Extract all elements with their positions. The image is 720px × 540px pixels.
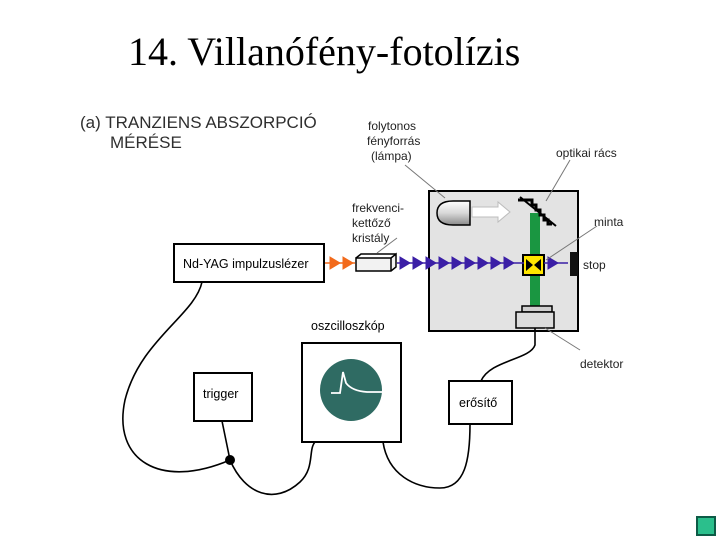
- diagram-heading-line1: (a) TRANZIENS ABSZORPCIÓ: [80, 113, 317, 132]
- laser-pulses-fundamental: [325, 256, 355, 270]
- doubling-crystal-icon: [355, 252, 397, 272]
- cable-junction: [225, 455, 235, 465]
- slide-title: 14. Villanófény-fotolízis: [128, 29, 521, 74]
- detector-label: detektor: [580, 357, 623, 371]
- stop-label: stop: [583, 258, 606, 272]
- beam-stop: [570, 252, 578, 276]
- lamp-label-line2: fényforrás: [367, 134, 420, 148]
- trigger-label: trigger: [203, 387, 238, 401]
- doubler-label-line3: kristály: [352, 231, 389, 245]
- oscilloscope-label: oszcilloszkóp: [311, 319, 385, 333]
- optical-grating-icon: [518, 196, 557, 227]
- lamp-label-line1: folytonos: [368, 119, 416, 133]
- next-slide-button[interactable]: [696, 516, 716, 536]
- diagram-heading-line2: MÉRÉSE: [110, 133, 182, 152]
- amplifier-box: [448, 380, 513, 425]
- sample-label: minta: [594, 215, 624, 229]
- detector-icon: [515, 305, 555, 329]
- doubler-label-line1: frekvenci-: [352, 201, 404, 215]
- lamp-icon: [436, 200, 471, 226]
- laser-pulses-doubled: [397, 256, 568, 270]
- oscilloscope-screen: [320, 359, 382, 421]
- trigger-box: [193, 372, 253, 422]
- signal-cables: [122, 281, 536, 496]
- lamp-label-line3: (lámpa): [371, 149, 412, 163]
- doubler-label-line2: kettőző: [352, 216, 391, 230]
- nd-yag-laser-label: Nd-YAG impulzuslézer: [183, 257, 309, 271]
- callout-lines: [376, 159, 598, 351]
- sample-cuvette: [522, 254, 545, 276]
- oscilloscope-trace: [331, 371, 382, 394]
- nd-yag-laser-box: [173, 243, 325, 283]
- grating-label: optikai rács: [556, 146, 617, 160]
- amplifier-label: erősítő: [459, 396, 497, 410]
- lamp-light-arrow: [471, 200, 511, 224]
